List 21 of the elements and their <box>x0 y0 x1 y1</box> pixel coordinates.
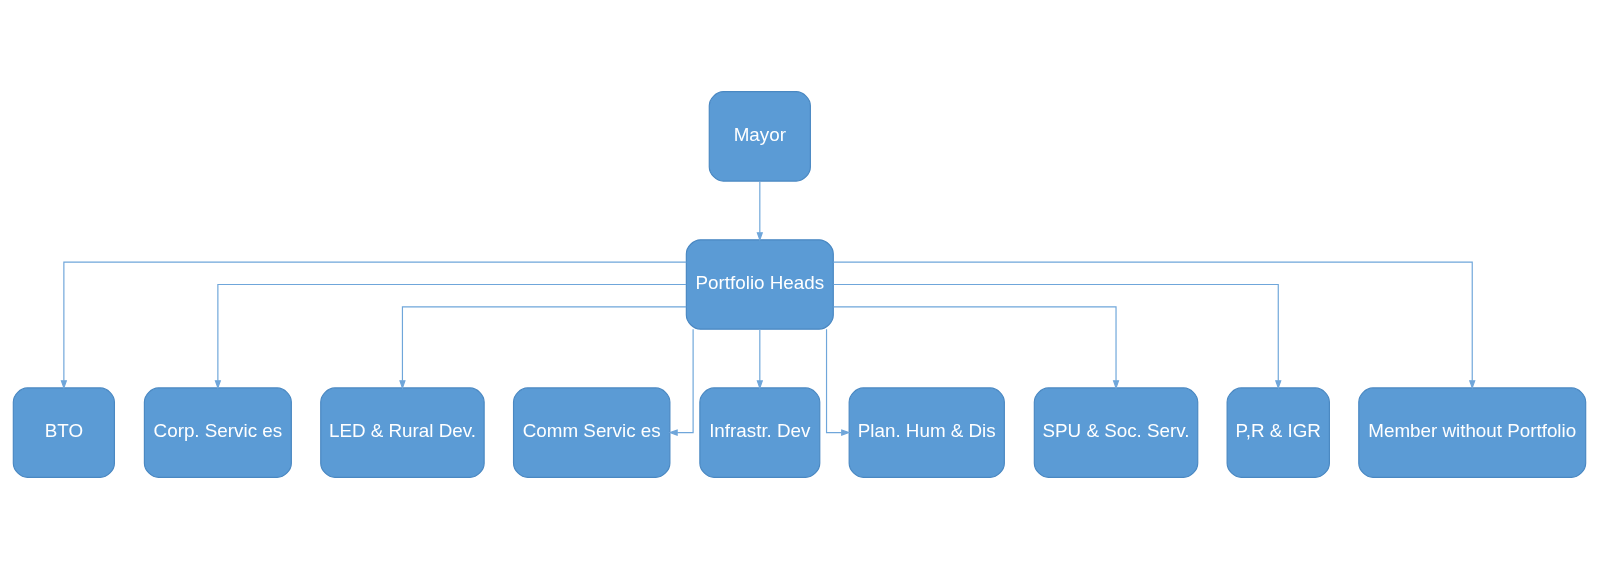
arrow <box>832 261 1476 390</box>
node-box: Plan. Hum & Dis <box>848 387 1005 478</box>
node-box: Infrastr. Dev <box>699 387 821 478</box>
arrow <box>832 283 1282 390</box>
node-box: LED & Rural Dev. <box>320 387 485 478</box>
node-box: Portfolio Heads <box>685 239 834 330</box>
node-box: Comm Servic es <box>512 387 671 478</box>
arrow <box>825 328 851 436</box>
arrow <box>833 306 1120 390</box>
arrow <box>60 261 687 390</box>
node-box: SPU & Soc. Serv. <box>1033 387 1199 478</box>
node-box: P,R & IGR <box>1226 387 1330 478</box>
node-box: Corp. Servic es <box>143 387 292 478</box>
node-box: Mayor <box>708 91 811 182</box>
node-box: BTO <box>12 387 115 478</box>
node-box: Member without Portfolio <box>1358 387 1587 478</box>
arrow <box>756 180 764 242</box>
arrow <box>668 328 694 436</box>
arrow <box>399 306 687 390</box>
arrow <box>756 328 764 390</box>
arrow <box>214 283 687 390</box>
